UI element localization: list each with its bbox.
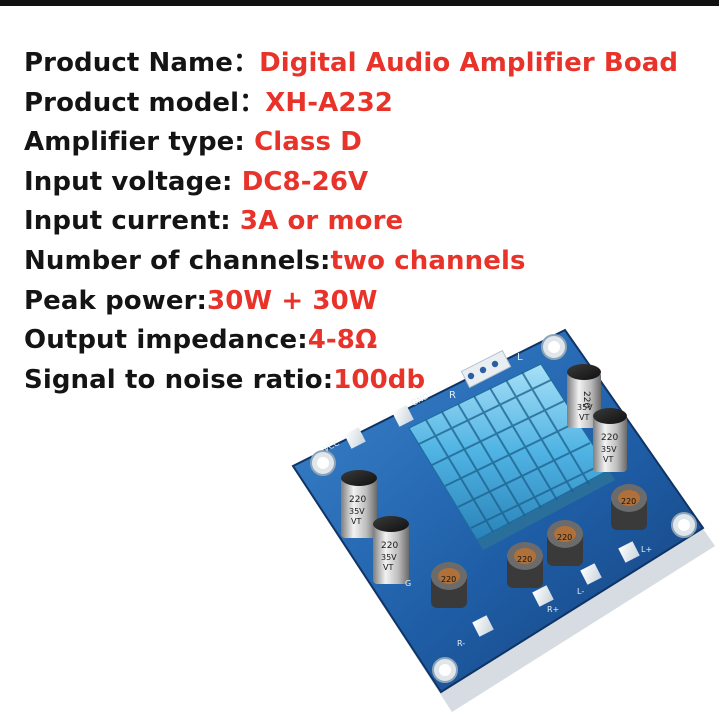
spec-row-input-current: Input current: 3A or more <box>24 202 678 242</box>
spec-row-peak-power: Peak power:30W + 30W <box>24 282 678 322</box>
inductor-1: 220 <box>431 562 467 608</box>
capacitor-right: 220 35V VT <box>593 408 627 472</box>
cap-voltage: 35V <box>381 553 397 562</box>
spec-label: Number of channels: <box>24 245 331 276</box>
spec-row-amplifier-type: Amplifier type: Class D <box>24 123 678 163</box>
input-pads <box>344 405 414 449</box>
amplifier-board-image: VCC GND R L 220 35V V <box>285 320 719 719</box>
spec-value: XH-A232 <box>265 87 393 118</box>
cap-voltage: 35V <box>601 445 617 454</box>
cap-series: VT <box>351 517 361 526</box>
cap-series: VT <box>603 455 613 464</box>
spec-label: Input voltage: <box>24 166 242 197</box>
spec-row-snr: Signal to noise ratio:100db <box>24 361 678 401</box>
spec-row-product-model: Product model：XH-A232 <box>24 84 678 124</box>
inductor-value: 220 <box>557 533 572 542</box>
spec-label: Output impedance: <box>24 325 308 356</box>
heatsink <box>408 363 615 550</box>
cap-value: 220 <box>381 541 398 551</box>
silkscreen-r-plus: R+ <box>547 605 559 614</box>
spec-label: Product model： <box>24 87 266 118</box>
cap-value: 220 <box>581 391 591 408</box>
spec-list: Product Name：Digital Audio Amplifier Boa… <box>24 44 678 400</box>
cap-value: 220 <box>601 433 618 443</box>
spec-value: DC8-26V <box>241 166 369 197</box>
spec-label: Peak power: <box>24 285 208 316</box>
cap-series: VT <box>579 413 589 422</box>
spec-label: Signal to noise ratio: <box>24 364 334 395</box>
spec-value: 100db <box>333 364 426 395</box>
cap-voltage: 35V <box>349 507 365 516</box>
inductor-value: 220 <box>621 497 636 506</box>
silkscreen-r-minus: R- <box>457 639 465 648</box>
spec-row-product-name: Product Name：Digital Audio Amplifier Boa… <box>24 44 678 84</box>
spec-value: Class D <box>254 127 362 158</box>
pcb-illustration: VCC GND R L 220 35V V <box>291 328 715 712</box>
spec-value: 4-8Ω <box>307 325 378 356</box>
silkscreen-r: R <box>449 390 456 401</box>
silkscreen-l-plus: L+ <box>641 545 652 554</box>
cap-series: VT <box>383 563 393 572</box>
spec-value: Digital Audio Amplifier Boad <box>259 48 679 78</box>
inductor-4: 220 <box>611 484 647 530</box>
spec-label: Input current: <box>24 206 240 237</box>
inductor-2: 220 <box>507 542 543 588</box>
capacitor-top-right: 220 35V VT <box>567 364 601 428</box>
output-pads <box>472 541 640 637</box>
top-dark-strip <box>0 0 719 6</box>
silkscreen-l-minus: L- <box>577 587 584 596</box>
capacitor-left-lower: 220 35V VT <box>373 516 409 584</box>
audio-input-connector <box>460 349 512 389</box>
inductor-value: 220 <box>517 555 532 564</box>
cap-voltage: 35V <box>577 403 593 412</box>
inductor-value: 220 <box>441 575 456 584</box>
mounting-holes <box>310 334 697 683</box>
spec-row-output-impedance: Output impedance:4-8Ω <box>24 321 678 361</box>
silkscreen-l: L <box>517 352 523 363</box>
spec-label: Amplifier type: <box>24 127 255 158</box>
spec-value: two channels <box>330 245 526 276</box>
spec-value: 3A or more <box>239 206 404 237</box>
spec-row-channels: Number of channels:two channels <box>24 242 678 282</box>
cap-value: 220 <box>349 495 366 505</box>
silkscreen-g: G <box>405 579 411 588</box>
capacitor-left: 220 35V VT <box>341 470 377 538</box>
spec-label: Product Name： <box>24 48 260 78</box>
spec-value: 30W + 30W <box>207 285 378 316</box>
spec-row-input-voltage: Input voltage: DC8-26V <box>24 163 678 203</box>
inductor-3: 220 <box>547 520 583 566</box>
